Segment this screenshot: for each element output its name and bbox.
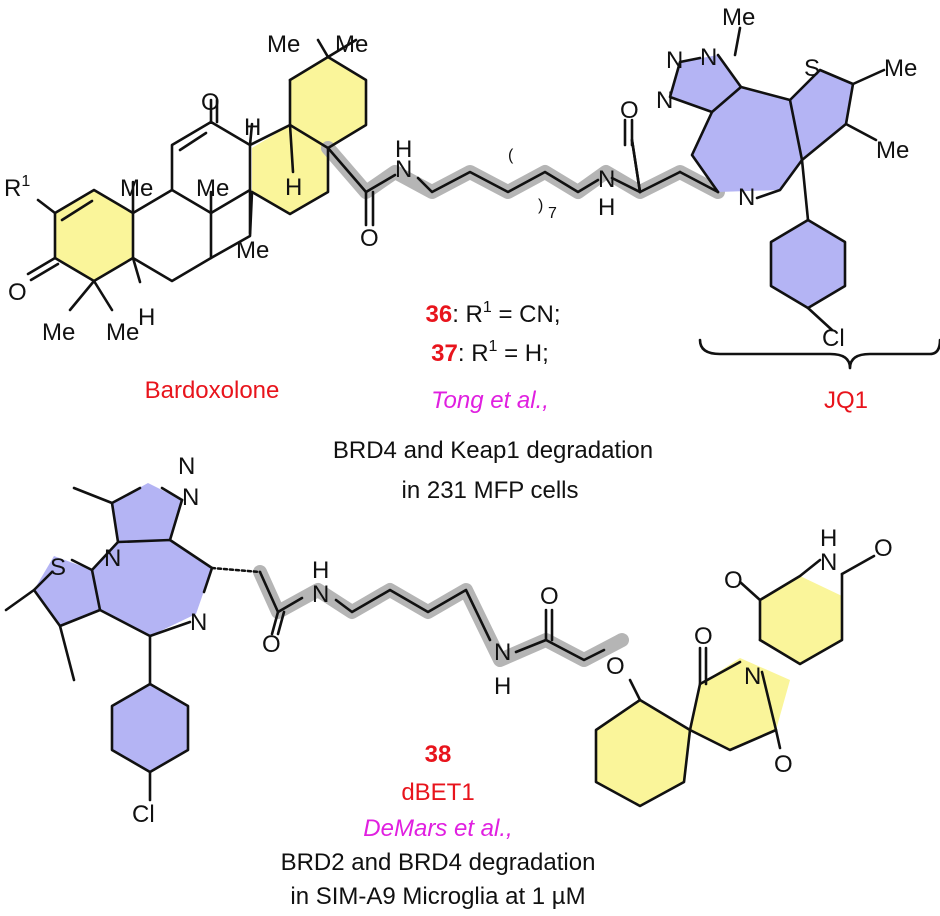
me-label: Me [120,175,153,202]
hydrogen-label: H [820,525,837,552]
sulfur-label: S [50,554,66,581]
oxygen-label: O [774,751,793,778]
me-label: Me [196,175,229,202]
oxygen-label: O [724,567,743,594]
nitrogen-label: N [656,87,673,114]
nitrogen-label: N [395,156,412,183]
demars-result-line1: BRD2 and BRD4 degradation [281,849,596,876]
demars-reference: DeMars et al., [363,815,512,842]
me-label: Me [236,237,269,264]
bardoxolone-jq1-conjugate: Me Me O H H Me Me Me R1 O Me Me H O N H … [4,4,940,370]
nitrogen-label: N [182,484,199,511]
tong-reference: Tong et al., [431,387,549,414]
paren-label: ( [508,147,514,164]
bardoxolone-ring-e-highlight [290,57,366,148]
demars-result-line2: in SIM-A9 Microglia at 1 µM [290,883,585,910]
me-label: Me [267,31,300,58]
nitrogen-label: N [744,663,761,690]
hydrogen-label: H [312,557,329,584]
oxygen-label: O [8,279,27,306]
paren-label: ) [538,197,543,214]
dbet1-thiophene-highlight [34,556,100,626]
jq1-diazepine-highlight [692,87,802,192]
bardoxolone-ring-d-highlight [252,125,328,214]
me-label: Me [722,4,755,31]
tong-result-line1: BRD4 and Keap1 degradation [333,437,653,464]
bardoxolone-skeleton [26,38,397,312]
chlorine-label: Cl [132,801,155,828]
oxygen-label: O [540,583,559,610]
jq1-triazole-highlight [670,55,741,112]
hydrogen-label: H [138,304,155,331]
dbet1-label: dBET1 [401,779,474,806]
hydrogen-label: H [285,174,302,201]
dbet1-triazole-highlight [112,483,182,542]
nitrogen-label: N [738,184,755,211]
me-label: Me [42,319,75,346]
hydrogen-label: H [395,136,412,163]
nitrogen-label: N [104,545,121,572]
me-label: Me [106,319,139,346]
me-label: Me [335,31,368,58]
sulfur-label: S [804,55,820,82]
phthalimide-benzene-highlight [596,700,690,806]
repeat-count-label: 7 [548,205,557,222]
nitrogen-label: N [312,581,329,608]
dbet1-chlorophenyl-highlight [112,684,188,772]
oxygen-label: O [201,89,220,116]
bardoxolone-label: Bardoxolone [145,377,280,404]
oxygen-label: O [360,225,379,252]
nitrogen-label: N [494,639,511,666]
nitrogen-label: N [820,549,837,576]
oxygen-label: O [620,97,639,124]
oxygen-label: O [606,653,625,680]
r1-label: R1 [4,173,30,202]
nitrogen-label: N [178,453,195,480]
jq1-thiophene-highlight [790,70,853,160]
dbet1-structure [4,483,876,808]
hydrogen-label: H [598,194,615,221]
jq1-chlorophenyl-highlight [771,220,845,308]
me-label: Me [884,55,917,82]
oxygen-label: O [694,623,713,650]
bardoxolone-ring-a-highlight [55,190,133,281]
oxygen-label: O [262,631,281,658]
glutarimide-highlight [760,576,842,664]
hydrogen-label: H [244,114,261,141]
oxygen-label: O [874,535,893,562]
nitrogen-label: N [190,609,207,636]
hydrogen-label: H [494,673,511,700]
chlorine-label: Cl [822,325,845,352]
compound-36-label: 36: R1 = CN; [426,299,561,328]
dbet1-diazepine-highlight [92,540,212,636]
me-label: Me [876,137,909,164]
top-linker-and-jq1 [416,26,940,370]
compound-37-label: 37: R1 = H; [431,338,549,367]
top-linker-highlight [321,141,725,199]
jq1-label: JQ1 [824,387,868,414]
compound-38-label: 38 [425,741,452,768]
tong-result-line2: in 231 MFP cells [402,477,579,504]
nitrogen-label: N [700,44,717,71]
nitrogen-label: N [666,47,683,74]
nitrogen-label: N [598,166,615,193]
